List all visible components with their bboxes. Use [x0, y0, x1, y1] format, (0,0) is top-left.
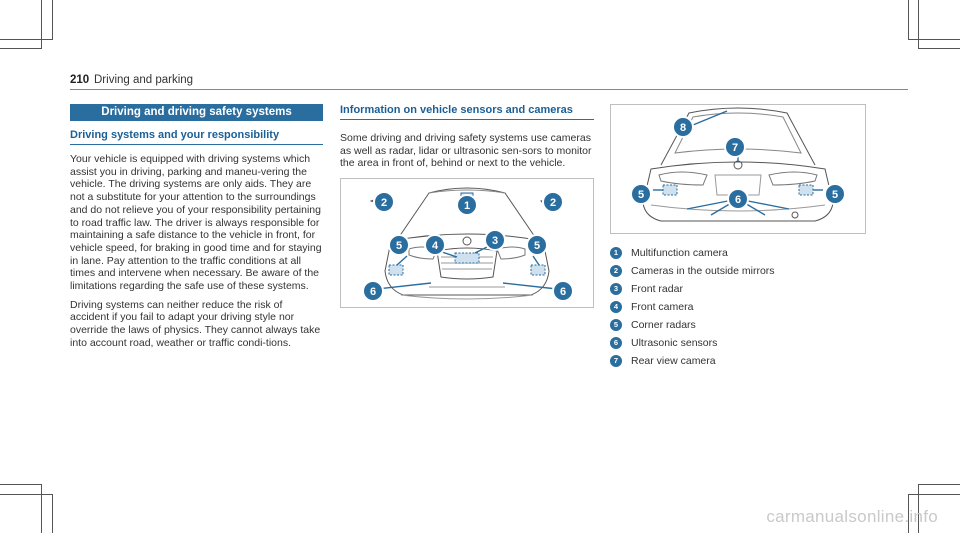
crop-mark: [918, 484, 919, 533]
callout-number: 1: [464, 200, 470, 212]
legend-number: 7: [610, 355, 622, 367]
callout-badge: 5: [824, 183, 846, 205]
callout-badge: 3: [484, 229, 506, 252]
crop-mark: [0, 48, 42, 49]
callout-badge: 5: [388, 234, 410, 257]
legend-number: 5: [610, 319, 622, 331]
legend-item: 5 Corner radars: [610, 316, 864, 334]
crop-mark: [918, 0, 919, 49]
callout-badge: 2: [542, 191, 564, 214]
callout-badge: 6: [362, 280, 384, 303]
left-column: Driving and driving safety systems Drivi…: [70, 104, 323, 356]
section-heading: Driving systems and your responsibility: [70, 129, 323, 145]
callout-badge: 2: [373, 191, 395, 214]
middle-column: Information on vehicle sensors and camer…: [340, 104, 594, 309]
legend-number: 2: [610, 265, 622, 277]
legend-label: Front camera: [631, 301, 694, 313]
body-paragraph: Your vehicle is equipped with driving sy…: [70, 153, 322, 293]
legend-item: 2 Cameras in the outside mirrors: [610, 262, 864, 280]
watermark-text: carmanualsonline.info: [766, 507, 938, 526]
legend-item: 7 Rear view camera: [610, 352, 864, 370]
crop-mark: [0, 39, 52, 40]
legend-label: Corner radars: [631, 319, 696, 331]
legend-number: 4: [610, 301, 622, 313]
callout-number: 5: [638, 189, 644, 201]
crop-mark: [918, 484, 960, 485]
callout-number: 3: [492, 235, 498, 247]
crop-mark: [41, 484, 42, 533]
legend-item: 6 Ultrasonic sensors: [610, 334, 864, 352]
body-paragraph: Some driving and driving safety systems …: [340, 132, 592, 170]
front-sensor-figure: 2 1 2 5 4: [340, 178, 594, 309]
callout-number: 5: [534, 240, 540, 252]
callout-badge: 4: [424, 234, 446, 257]
callout-badge: 6: [727, 188, 749, 210]
section-heading: Information on vehicle sensors and camer…: [340, 104, 594, 120]
legend-item: 4 Front camera: [610, 298, 864, 316]
header-rule: [70, 89, 908, 90]
callout-badge: 8: [672, 116, 694, 138]
legend-label: Rear view camera: [631, 355, 716, 367]
legend-label: Cameras in the outside mirrors: [631, 265, 775, 277]
callout-number: 6: [370, 286, 376, 298]
crop-mark: [0, 484, 42, 485]
chapter-banner: Driving and driving safety systems: [70, 104, 323, 121]
section-title: Driving and parking: [94, 74, 194, 86]
legend-number: 6: [610, 337, 622, 349]
callout-legend: 1 Multifunction camera 2 Cameras in the ou…: [610, 244, 864, 370]
legend-item: 3 Front radar: [610, 280, 864, 298]
callout-number: 2: [550, 197, 556, 209]
legend-item: 1 Multifunction camera: [610, 244, 864, 262]
crop-mark: [41, 0, 42, 49]
crop-mark: [908, 39, 960, 40]
callout-number: 8: [680, 122, 686, 134]
callout-number: 4: [432, 240, 439, 252]
crop-mark: [908, 0, 909, 40]
legend-label: Front radar: [631, 283, 683, 295]
rear-car-illustration: 8 7 5 6 5: [630, 107, 846, 222]
callout-badge: 7: [724, 136, 746, 158]
crop-mark: [0, 494, 52, 495]
legend-label: Multifunction camera: [631, 247, 728, 259]
crop-mark: [52, 0, 53, 40]
legend-number: 3: [610, 283, 622, 295]
front-car-illustration: 2 1 2 5 4: [362, 187, 574, 303]
page-number: 210: [70, 74, 90, 86]
callout-number: 6: [560, 286, 566, 298]
rear-sensor-figure: 8 7 5 6 5: [610, 104, 866, 234]
callout-number: 5: [832, 189, 838, 201]
callout-badge: 5: [630, 183, 652, 205]
callout-number: 2: [381, 197, 387, 209]
crop-mark: [52, 494, 53, 533]
body-paragraph: Driving systems can neither reduce the r…: [70, 298, 321, 349]
callout-number: 7: [732, 142, 738, 154]
callout-number: 5: [396, 240, 402, 252]
callout-badge: 1: [456, 194, 478, 217]
legend-number: 1: [610, 247, 622, 259]
callout-badge: 6: [552, 280, 574, 303]
crop-mark: [908, 494, 960, 495]
crop-mark: [908, 494, 909, 533]
callout-number: 6: [735, 194, 741, 206]
legend-label: Ultrasonic sensors: [631, 337, 718, 349]
crop-mark: [918, 48, 960, 49]
callout-badge: 5: [526, 234, 548, 257]
